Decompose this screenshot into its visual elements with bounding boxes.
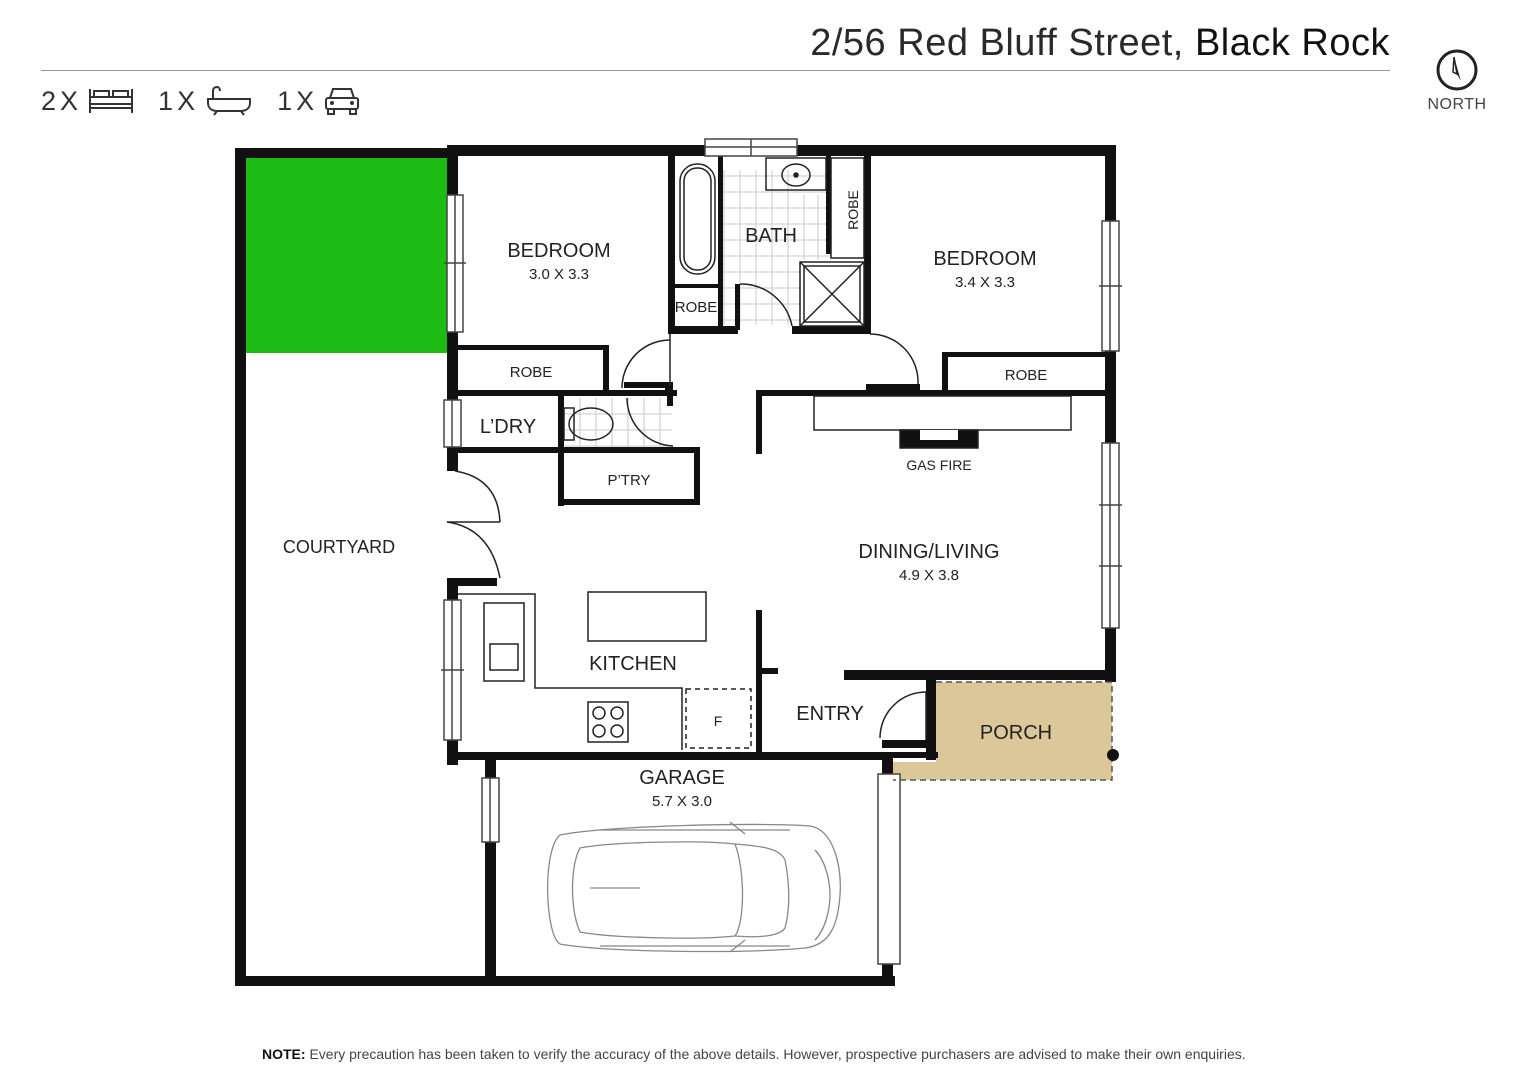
vanity-basin: [765, 157, 827, 191]
pantry-label: P’TRY: [607, 472, 650, 489]
cooktop: [587, 701, 629, 743]
gas-fire-label: GAS FIRE: [906, 457, 971, 473]
shower: [799, 261, 865, 327]
note-text: Every precaution has been taken to verif…: [309, 1046, 1246, 1062]
bedroom-count-value: 2: [41, 85, 57, 116]
bathtub-icon: [207, 86, 252, 116]
robe-vertical-box: [830, 157, 865, 259]
kitchen-label: KITCHEN: [589, 653, 677, 675]
bathroom-count: 1 X: [158, 86, 253, 117]
laundry-label: L’DRY: [480, 416, 536, 438]
porch-label: PORCH: [980, 722, 1052, 744]
robe-bed2-label: ROBE: [1005, 367, 1048, 384]
dining-living-dims: 4.9 X 3.8: [899, 567, 959, 584]
street-address: 2/56 Red Bluff Street,: [810, 22, 1184, 64]
door-swings: [446, 283, 927, 740]
robe-vertical-label: ROBE: [845, 190, 861, 230]
carspace-count: 1 X: [277, 86, 360, 117]
note-label: NOTE:: [262, 1046, 306, 1062]
hearth: [813, 395, 1072, 431]
compass-icon: [1436, 49, 1478, 91]
walls: [235, 145, 1116, 986]
property-stats: 2 X 1 X 1 X: [41, 84, 384, 118]
robe-bed1-label: ROBE: [510, 364, 553, 381]
garage-label: GARAGE: [639, 767, 725, 789]
bed-icon: [89, 89, 134, 113]
bathroom-count-value: 1: [158, 85, 174, 116]
times-symbol: X: [296, 85, 315, 116]
times-symbol: X: [177, 85, 196, 116]
north-indicator: NORTH: [1425, 48, 1489, 114]
robe-bath-label: ROBE: [675, 299, 718, 316]
property-address: 2/56 Red Bluff Street, Black Rock: [810, 22, 1390, 65]
disclaimer-note: NOTE: Every precaution has been taken to…: [262, 1046, 1246, 1062]
entry-label: ENTRY: [796, 703, 863, 725]
bedroom-count: 2 X: [41, 86, 134, 117]
bath-label: BATH: [745, 225, 797, 247]
car-icon: [325, 88, 360, 115]
porch-area: [893, 682, 1112, 780]
dining-living-label: DINING/LIVING: [858, 541, 999, 563]
courtyard-grass: [246, 158, 448, 353]
window-ticks: [441, 139, 1122, 671]
fridge-space: [685, 688, 752, 749]
courtyard-label: COURTYARD: [283, 537, 395, 557]
fixtures: [458, 157, 1072, 750]
car-icon: [546, 821, 841, 953]
north-label: NORTH: [1427, 96, 1487, 113]
bedroom2-dims: 3.4 X 3.3: [955, 274, 1015, 291]
bedroom1-dims: 3.0 X 3.3: [529, 266, 589, 283]
toilet: [563, 407, 575, 441]
bedroom2-label: BEDROOM: [933, 248, 1036, 270]
bath-tiles: [722, 170, 830, 325]
porch-post: [1107, 749, 1119, 761]
bedroom1-label: BEDROOM: [507, 240, 610, 262]
bathtub: [679, 163, 716, 275]
porch-outline: [893, 681, 1113, 781]
kitchen-bench: [458, 593, 683, 750]
fridge-label: F: [714, 713, 723, 729]
garage-dims: 5.7 X 3.0: [652, 793, 712, 810]
header-divider: [41, 70, 1390, 71]
kitchen-island: [587, 591, 707, 642]
suburb-name: Black Rock: [1194, 22, 1390, 64]
toilet-tiles: [565, 398, 672, 447]
times-symbol: X: [60, 85, 79, 116]
sink: [483, 602, 525, 682]
carspace-count-value: 1: [277, 85, 293, 116]
